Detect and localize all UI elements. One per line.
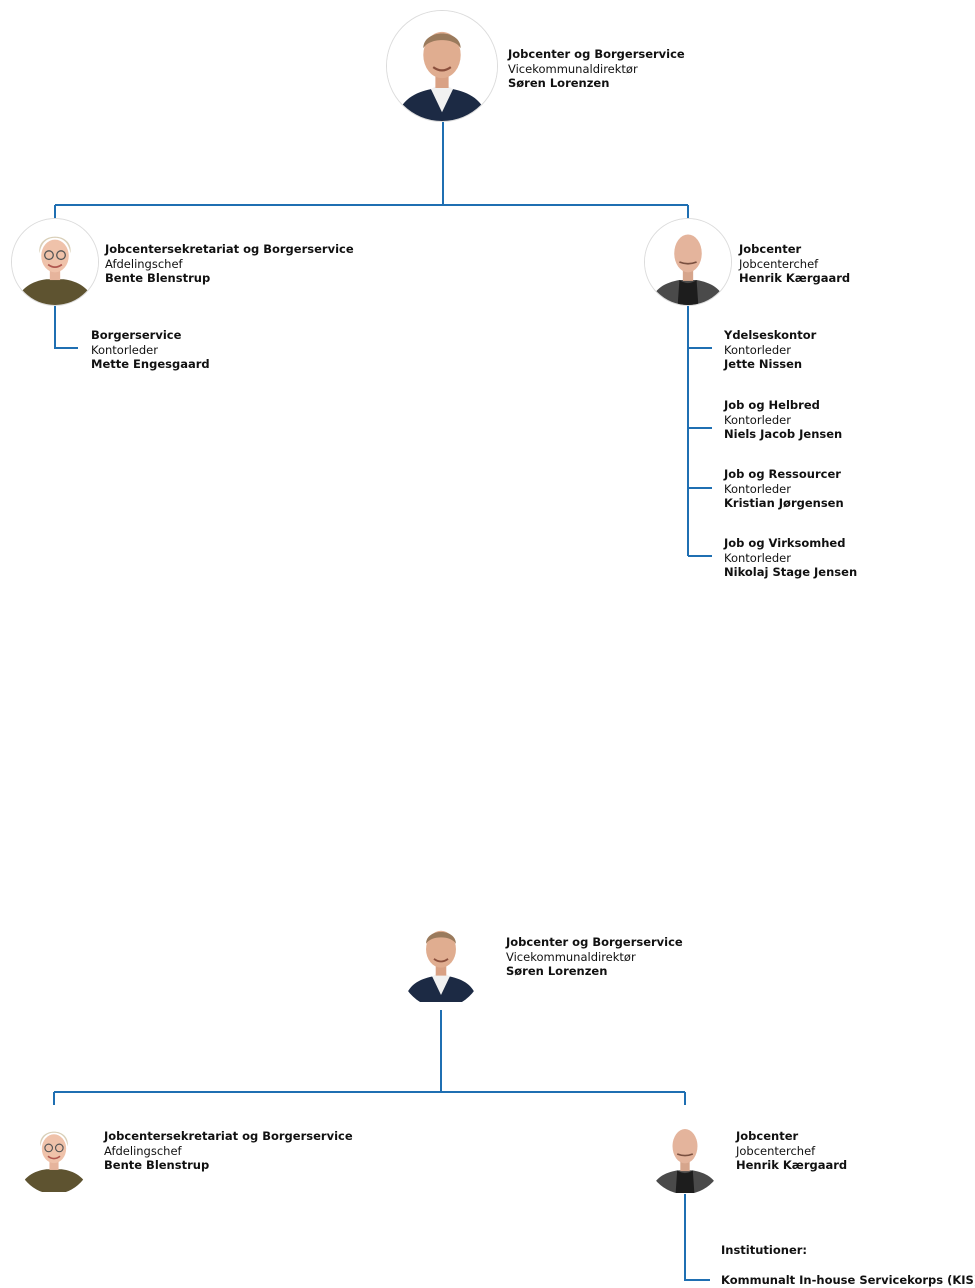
person-name: Mette Engesgaard [91, 357, 210, 371]
unit-title: Borgerservice [91, 328, 182, 342]
bald-man-portrait-icon [645, 219, 731, 305]
person-name: Jette Nissen [724, 357, 803, 371]
left-manager-label: Jobcentersekretariat og Borgerservice Af… [105, 242, 354, 286]
unit-title: Jobcentersekretariat og Borgerservice [104, 1129, 353, 1143]
sub-unit-job-og-helbred: Job og Helbred Kontorleder Niels Jacob J… [724, 398, 842, 442]
sub-unit-job-og-virksomhed: Job og Virksomhed Kontorleder Nikolaj St… [724, 536, 857, 580]
unit-title: Ydelseskontor [724, 328, 817, 342]
unit-title: Jobcenter [736, 1129, 799, 1143]
right-manager-portrait [644, 218, 732, 306]
role-title: Afdelingschef [104, 1143, 182, 1158]
director-portrait [386, 10, 498, 122]
bald-man-portrait-icon [646, 1114, 724, 1194]
unit-title: Jobcenter og Borgerservice [506, 935, 683, 949]
connector-branch-2 [53, 1091, 686, 1105]
connector-institutions-2 [684, 1193, 710, 1281]
person-name: Søren Lorenzen [506, 964, 608, 978]
person-name: Kristian Jørgensen [724, 496, 844, 510]
unit-title: Job og Ressourcer [724, 467, 841, 481]
man-suit-portrait-icon [387, 11, 497, 121]
sub-unit-job-og-ressourcer: Job og Ressourcer Kontorleder Kristian J… [724, 467, 844, 511]
connector-left-sub-1 [54, 305, 78, 349]
person-name: Bente Blenstrup [104, 1158, 210, 1172]
man-suit-portrait-icon [397, 908, 485, 1008]
role-title: Kontorleder [724, 481, 791, 496]
director-label: Jobcenter og Borgerservice Vicekommunald… [506, 935, 683, 979]
role-title: Kontorleder [724, 342, 791, 357]
right-manager-label: Jobcenter Jobcenterchef Henrik Kærgaard [736, 1129, 847, 1173]
person-name: Nikolaj Stage Jensen [724, 565, 858, 579]
woman-glasses-portrait-icon [12, 219, 98, 305]
role-title: Kontorleder [724, 412, 791, 427]
unit-title: Job og Helbred [724, 398, 820, 412]
right-manager-label: Jobcenter Jobcenterchef Henrik Kærgaard [739, 242, 850, 286]
role-title: Jobcenterchef [736, 1143, 816, 1158]
role-title: Vicekommunaldirektør [508, 61, 638, 76]
right-manager-portrait [646, 1114, 724, 1194]
director-label: Jobcenter og Borgerservice Vicekommunald… [508, 47, 685, 91]
connector-right-sub-1 [687, 305, 712, 557]
connector-branch-1 [54, 204, 689, 220]
sub-unit-borgerservice: Borgerservice Kontorleder Mette Engesgaa… [91, 328, 210, 372]
unit-title: Jobcenter og Borgerservice [508, 47, 685, 61]
left-manager-label: Jobcentersekretariat og Borgerservice Af… [104, 1129, 353, 1173]
role-title: Vicekommunaldirektør [506, 949, 636, 964]
sub-unit-ydelseskontor: Ydelseskontor Kontorleder Jette Nissen [724, 328, 816, 372]
role-title: Kontorleder [91, 342, 158, 357]
left-manager-portrait [11, 218, 99, 306]
person-name: Henrik Kærgaard [739, 271, 851, 285]
unit-title: Job og Virksomhed [724, 536, 846, 550]
director-portrait [397, 908, 485, 1008]
role-title: Jobcenterchef [739, 256, 819, 271]
person-name: Søren Lorenzen [508, 76, 610, 90]
unit-title: Jobcentersekretariat og Borgerservice [105, 242, 354, 256]
left-manager-portrait [16, 1114, 92, 1194]
institution-item: Kommunalt In-house Servicekorps (KIS) [721, 1273, 975, 1287]
person-name: Bente Blenstrup [105, 271, 211, 285]
person-name: Niels Jacob Jensen [724, 427, 843, 441]
unit-title: Jobcenter [739, 242, 802, 256]
woman-glasses-portrait-icon [16, 1114, 92, 1194]
institutions-heading: Institutioner: [721, 1243, 808, 1257]
person-name: Henrik Kærgaard [736, 1158, 848, 1172]
role-title: Afdelingschef [105, 256, 183, 271]
role-title: Kontorleder [724, 550, 791, 565]
